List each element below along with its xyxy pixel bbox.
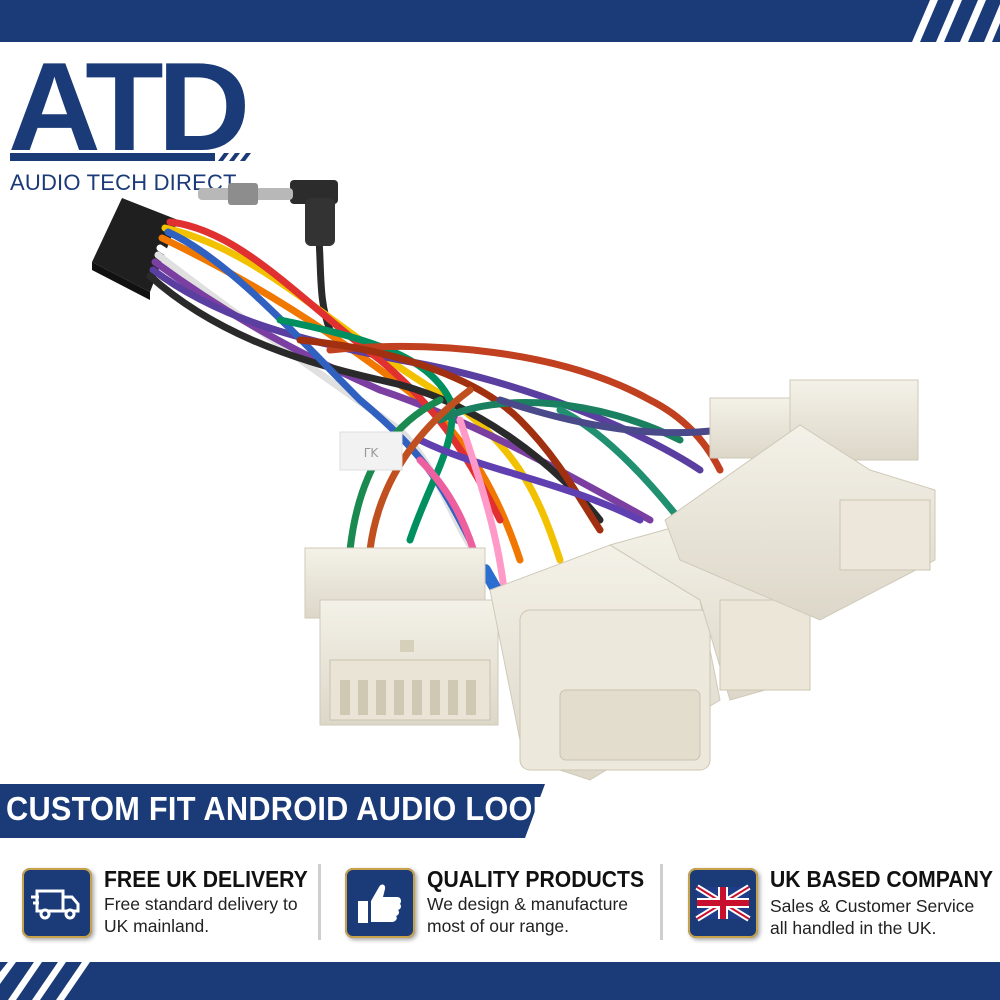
bottom-stripes-decoration xyxy=(0,962,90,1000)
loom-sticker-text: ΓK xyxy=(364,446,380,460)
top-stripes-decoration xyxy=(912,0,1000,42)
feature-quality-products: QUALITY PRODUCTS We design & manufacture… xyxy=(345,866,655,942)
feature-line-1: Sales & Customer Service xyxy=(770,896,975,916)
feature-uk-based: UK BASED COMPANY Sales & Customer Servic… xyxy=(688,866,993,942)
title-banner-background xyxy=(0,784,545,838)
top-header-bar xyxy=(0,0,1000,42)
bottom-footer-bar xyxy=(0,962,1000,1000)
android-audio-loom-image: ΓK xyxy=(92,180,936,781)
banner-title: CUSTOM FIT ANDROID AUDIO LOOM xyxy=(6,790,559,827)
feature-line-2: all handled in the UK. xyxy=(770,918,937,938)
brand-logo: ATD AUDIO TECH DIRECT xyxy=(8,44,258,202)
connector-plug-left xyxy=(304,547,499,726)
connector-plug-far-right xyxy=(664,379,936,621)
feature-divider xyxy=(660,864,663,940)
connector-plug-middle xyxy=(489,544,721,781)
feature-line-2: UK mainland. xyxy=(104,916,210,936)
logo-letters: ATD xyxy=(8,36,250,177)
feature-line-2: most of our range. xyxy=(427,916,570,936)
logo-underline xyxy=(10,153,251,161)
thumbs-up-icon xyxy=(345,868,415,938)
delivery-truck-icon xyxy=(22,868,92,938)
feature-line-1: We design & manufacture xyxy=(427,894,629,914)
feature-title: FREE UK DELIVERY xyxy=(104,866,308,892)
uk-flag-icon xyxy=(688,868,758,938)
feature-divider xyxy=(318,864,321,940)
feature-free-delivery: FREE UK DELIVERY Free standard delivery … xyxy=(22,866,322,942)
feature-title: UK BASED COMPANY xyxy=(770,866,993,892)
feature-title: QUALITY PRODUCTS xyxy=(427,866,645,892)
feature-line-1: Free standard delivery to xyxy=(104,894,298,914)
